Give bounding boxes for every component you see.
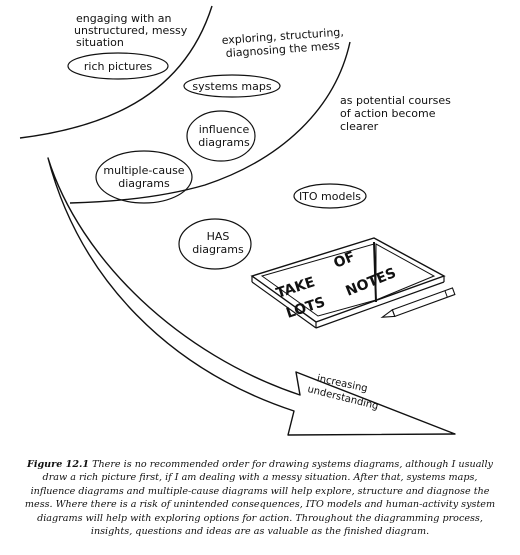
figure-caption: Figure 12.1 There is no recommended orde… bbox=[22, 458, 498, 550]
stage-boundary-2 bbox=[69, 41, 351, 204]
arrow-label: increasing understanding bbox=[306, 373, 379, 412]
notebook-text-of: OF bbox=[332, 249, 358, 272]
has-label-line-2: diagrams bbox=[192, 243, 244, 256]
caption-label: Figure 12.1 bbox=[27, 459, 90, 470]
caption-text: There is no recommended order for drawin… bbox=[24, 459, 496, 538]
stage-engaging: engaging with an unstructured, messy sit… bbox=[74, 12, 188, 49]
stage-courses-line-1: as potential courses bbox=[340, 94, 451, 107]
pencil-icon bbox=[380, 287, 456, 318]
multiple-cause-oval: multiple-cause diagrams bbox=[95, 150, 193, 204]
stage-boundary-1 bbox=[19, 5, 213, 139]
stage-courses-line-2: of action become bbox=[340, 107, 436, 120]
stage-engaging-line-2: unstructured, messy bbox=[74, 24, 188, 37]
ito-models-label: ITO models bbox=[299, 190, 361, 203]
influence-diagrams-oval: influence diagrams bbox=[186, 110, 256, 162]
understanding-arrow bbox=[47, 157, 456, 436]
stage-courses: as potential courses of action become cl… bbox=[340, 94, 451, 133]
diagram: increasing understanding engaging with a… bbox=[19, 5, 456, 436]
notebook: TAKE LOTS OF NOTES bbox=[250, 237, 446, 329]
stage-courses-line-3: clearer bbox=[340, 120, 379, 133]
influence-label-line-1: influence bbox=[199, 123, 250, 136]
multiple-cause-label-line-2: diagrams bbox=[118, 177, 170, 190]
systems-maps-oval: systems maps bbox=[183, 74, 281, 98]
stage-exploring: exploring, structuring, diagnosing the m… bbox=[221, 25, 344, 59]
has-label-line-1: HAS bbox=[207, 230, 230, 243]
has-diagrams-oval: HAS diagrams bbox=[178, 218, 252, 270]
systems-maps-label: systems maps bbox=[192, 80, 271, 93]
multiple-cause-label-line-1: multiple-cause bbox=[103, 164, 184, 177]
rich-pictures-oval: rich pictures bbox=[67, 52, 169, 80]
stage-engaging-line-1: engaging with an bbox=[76, 12, 172, 25]
rich-pictures-label: rich pictures bbox=[84, 60, 153, 73]
influence-label-line-2: diagrams bbox=[198, 136, 250, 149]
stage-engaging-line-3: situation bbox=[76, 36, 124, 49]
ito-models-oval: ITO models bbox=[293, 183, 367, 209]
